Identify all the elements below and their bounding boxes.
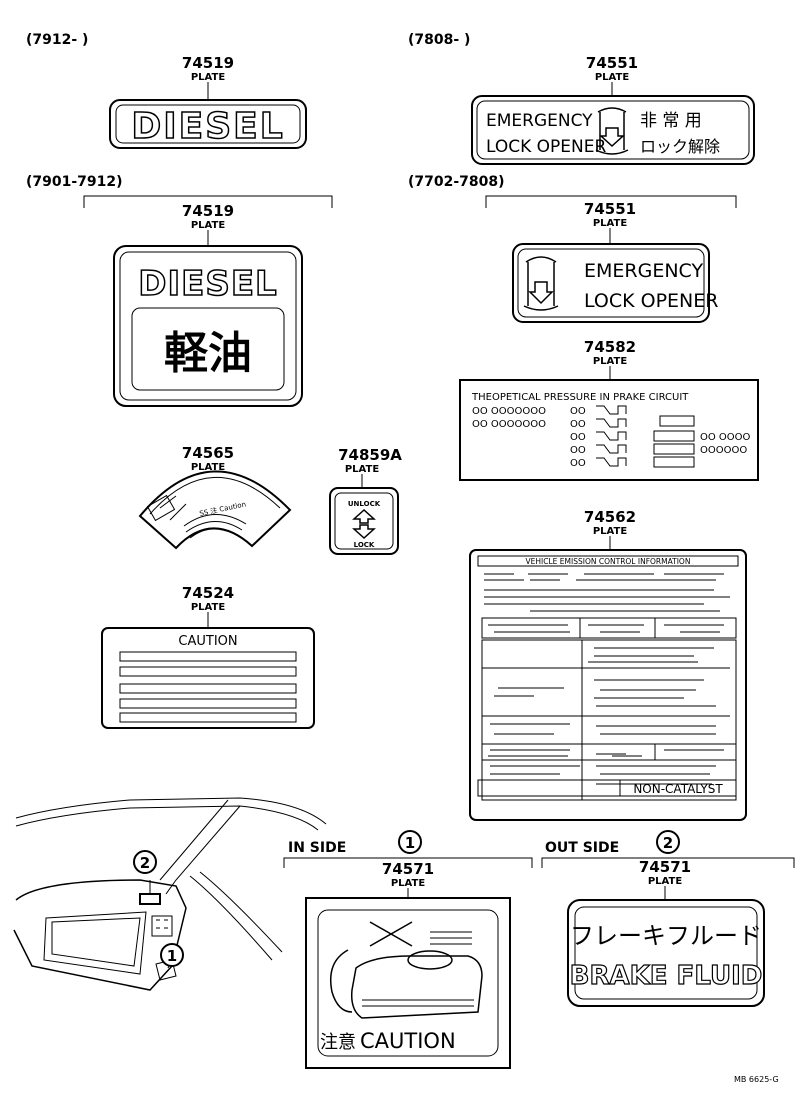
diesel-plate-small: DIESEL (109, 99, 307, 149)
callout-2-outside: 2 (656, 830, 680, 854)
caution-jp-text: 注意 (320, 1032, 356, 1053)
svg-text:2: 2 (140, 854, 150, 872)
reservoir-caution-plate: 注意 CAUTION (305, 897, 511, 1069)
part-number-74565: 74565 (182, 444, 234, 462)
brake-fluid-jp-text: フレーキフルード (570, 922, 762, 950)
emission-title: VEHICLE EMISSION CONTROL INFORMATION (526, 557, 691, 566)
lock-opener-text-b: LOCK OPENER (584, 290, 718, 312)
part-number-74859A: 74859A (338, 446, 402, 464)
brake-fluid-plate: フレーキフルード BRAKE FLUID (567, 899, 765, 1007)
part-number-74551-b: 74551 (584, 200, 636, 218)
part-name-74551-a: PLATE (595, 72, 629, 83)
callout-2-car: 2 (133, 850, 157, 874)
diesel-plate-large: DIESEL 軽油 (113, 245, 303, 407)
part-number-74582: 74582 (584, 338, 636, 356)
diesel-text-small: DIESEL (131, 106, 284, 147)
emergency-text-b: EMERGENCY (584, 260, 703, 282)
svg-text:OO: OO (570, 432, 586, 443)
group-date-7901-7912: (7901-7912) (26, 174, 123, 190)
brake-fluid-text: BRAKE FLUID (570, 961, 763, 991)
lock-release-icon-b (523, 256, 559, 311)
part-name-74551-b: PLATE (593, 218, 627, 229)
in-side-label: IN SIDE (288, 840, 346, 856)
diesel-jp-text: 軽油 (164, 328, 252, 379)
diesel-text-large: DIESEL (138, 264, 277, 304)
diagram-reference: MB 6625-G (734, 1075, 779, 1084)
part-name-74519-b: PLATE (191, 220, 225, 231)
svg-text:2: 2 (663, 834, 673, 852)
callout-1-car: 1 (160, 943, 184, 967)
brake-pressure-plate: THEOPETICAL PRESSURE IN PRAKE CIRCUIT OO… (459, 379, 759, 481)
part-number-74519-a: 74519 (182, 54, 234, 72)
pressure-table: OO OOOOOOO OO OOOOOOO OOOO OOOOOO OO OOO… (472, 405, 751, 469)
lock-text: LOCK (354, 541, 375, 549)
svg-text:OOOOOO: OOOOOO (700, 445, 747, 456)
group-date-7702-7808: (7702-7808) (408, 174, 505, 190)
svg-text:OO OOOOOOO: OO OOOOOOO (472, 406, 546, 417)
group-date-7912: (7912- ) (26, 32, 88, 48)
caution-en-text: CAUTION (360, 1029, 456, 1053)
part-number-74524: 74524 (182, 584, 234, 602)
part-name-74859A: PLATE (345, 464, 379, 475)
part-number-74562: 74562 (584, 508, 636, 526)
emission-control-plate: VEHICLE EMISSION CONTROL INFORMATION NON… (469, 549, 747, 821)
caution-title: CAUTION (178, 634, 237, 649)
part-name-74582: PLATE (593, 356, 627, 367)
unlock-lock-plate: UNLOCK LOCK (329, 487, 399, 555)
svg-text:1: 1 (405, 834, 415, 852)
non-catalyst-text: NON-CATALYST (633, 782, 723, 796)
part-name-74562: PLATE (593, 526, 627, 537)
curved-caution-plate: SS 注 Caution (138, 470, 292, 550)
part-name-74571-b: PLATE (648, 876, 682, 887)
svg-text:1: 1 (167, 947, 177, 965)
jp-lock-release-text: ロック解除 (640, 137, 720, 156)
out-side-label: OUT SIDE (545, 840, 619, 856)
callout-1-inside: 1 (398, 830, 422, 854)
svg-text:OO: OO (570, 406, 586, 417)
part-number-74551-a: 74551 (586, 54, 638, 72)
emergency-lock-plate-jp: EMERGENCY LOCK OPENER 非 常 用 ロック解除 (471, 95, 755, 165)
jp-emergency-text: 非 常 用 (640, 111, 702, 131)
group-date-7808: (7808- ) (408, 32, 470, 48)
svg-text:OO: OO (570, 445, 586, 456)
svg-text:OO OOOO: OO OOOO (700, 432, 751, 443)
part-name-74524: PLATE (191, 602, 225, 613)
part-number-74519-b: 74519 (182, 202, 234, 220)
part-number-74571-b: 74571 (639, 858, 691, 876)
lock-release-icon (595, 107, 629, 155)
lock-opener-text-a: LOCK OPENER (486, 137, 606, 157)
svg-text:OO: OO (570, 458, 586, 469)
emergency-lock-plate: EMERGENCY LOCK OPENER (512, 243, 718, 323)
part-name-74565: PLATE (191, 462, 225, 473)
part-name-74519-a: PLATE (191, 72, 225, 83)
reservoir-icon (330, 921, 483, 1019)
svg-text:OO: OO (570, 419, 586, 430)
svg-text:OO OOOOOOO: OO OOOOOOO (472, 419, 546, 430)
part-number-74571-a: 74571 (382, 860, 434, 878)
part-name-74571-a: PLATE (391, 878, 425, 889)
caution-plate: CAUTION (101, 627, 315, 729)
unlock-text: UNLOCK (348, 500, 381, 508)
emergency-text-a: EMERGENCY (486, 111, 593, 131)
brake-pressure-title: THEOPETICAL PRESSURE IN PRAKE CIRCUIT (471, 392, 689, 403)
